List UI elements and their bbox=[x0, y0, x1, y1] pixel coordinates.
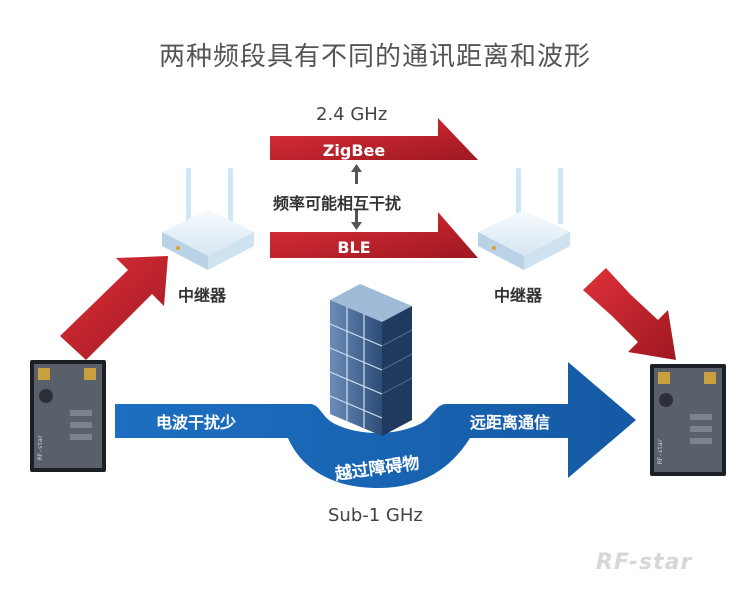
brand-logo: RF-star bbox=[596, 550, 693, 575]
rf-module-right: RF-star bbox=[650, 364, 726, 476]
band-24-label: 2.4 GHz bbox=[316, 104, 388, 125]
relay-router-right bbox=[478, 168, 570, 270]
arrow-module-to-relay bbox=[60, 256, 168, 360]
relay-left-label: 中继器 bbox=[178, 286, 227, 305]
low-interference-label: 电波干扰少 bbox=[156, 413, 236, 432]
building-illustration bbox=[329, 284, 413, 436]
page-title: 两种频段具有不同的通讯距离和波形 bbox=[158, 42, 591, 72]
band-sub1-label: Sub-1 GHz bbox=[328, 505, 423, 526]
relay-router-left bbox=[162, 168, 254, 270]
interference-arrows bbox=[351, 164, 362, 230]
arrow-relay-to-module bbox=[583, 268, 676, 360]
relay-right-label: 中继器 bbox=[494, 286, 543, 305]
long-distance-label: 远距离通信 bbox=[470, 413, 550, 432]
rf-module-left: RF-star bbox=[30, 360, 106, 472]
svg-text:RF-star: RF-star bbox=[657, 438, 664, 464]
ble-label: BLE bbox=[337, 238, 370, 257]
svg-text:RF-star: RF-star bbox=[37, 434, 44, 460]
sub1-arrow bbox=[115, 362, 636, 488]
interference-label: 频率可能相互干扰 bbox=[273, 194, 402, 213]
zigbee-label: ZigBee bbox=[323, 141, 386, 160]
ble-arrow bbox=[270, 212, 478, 258]
zigbee-arrow bbox=[270, 118, 478, 160]
